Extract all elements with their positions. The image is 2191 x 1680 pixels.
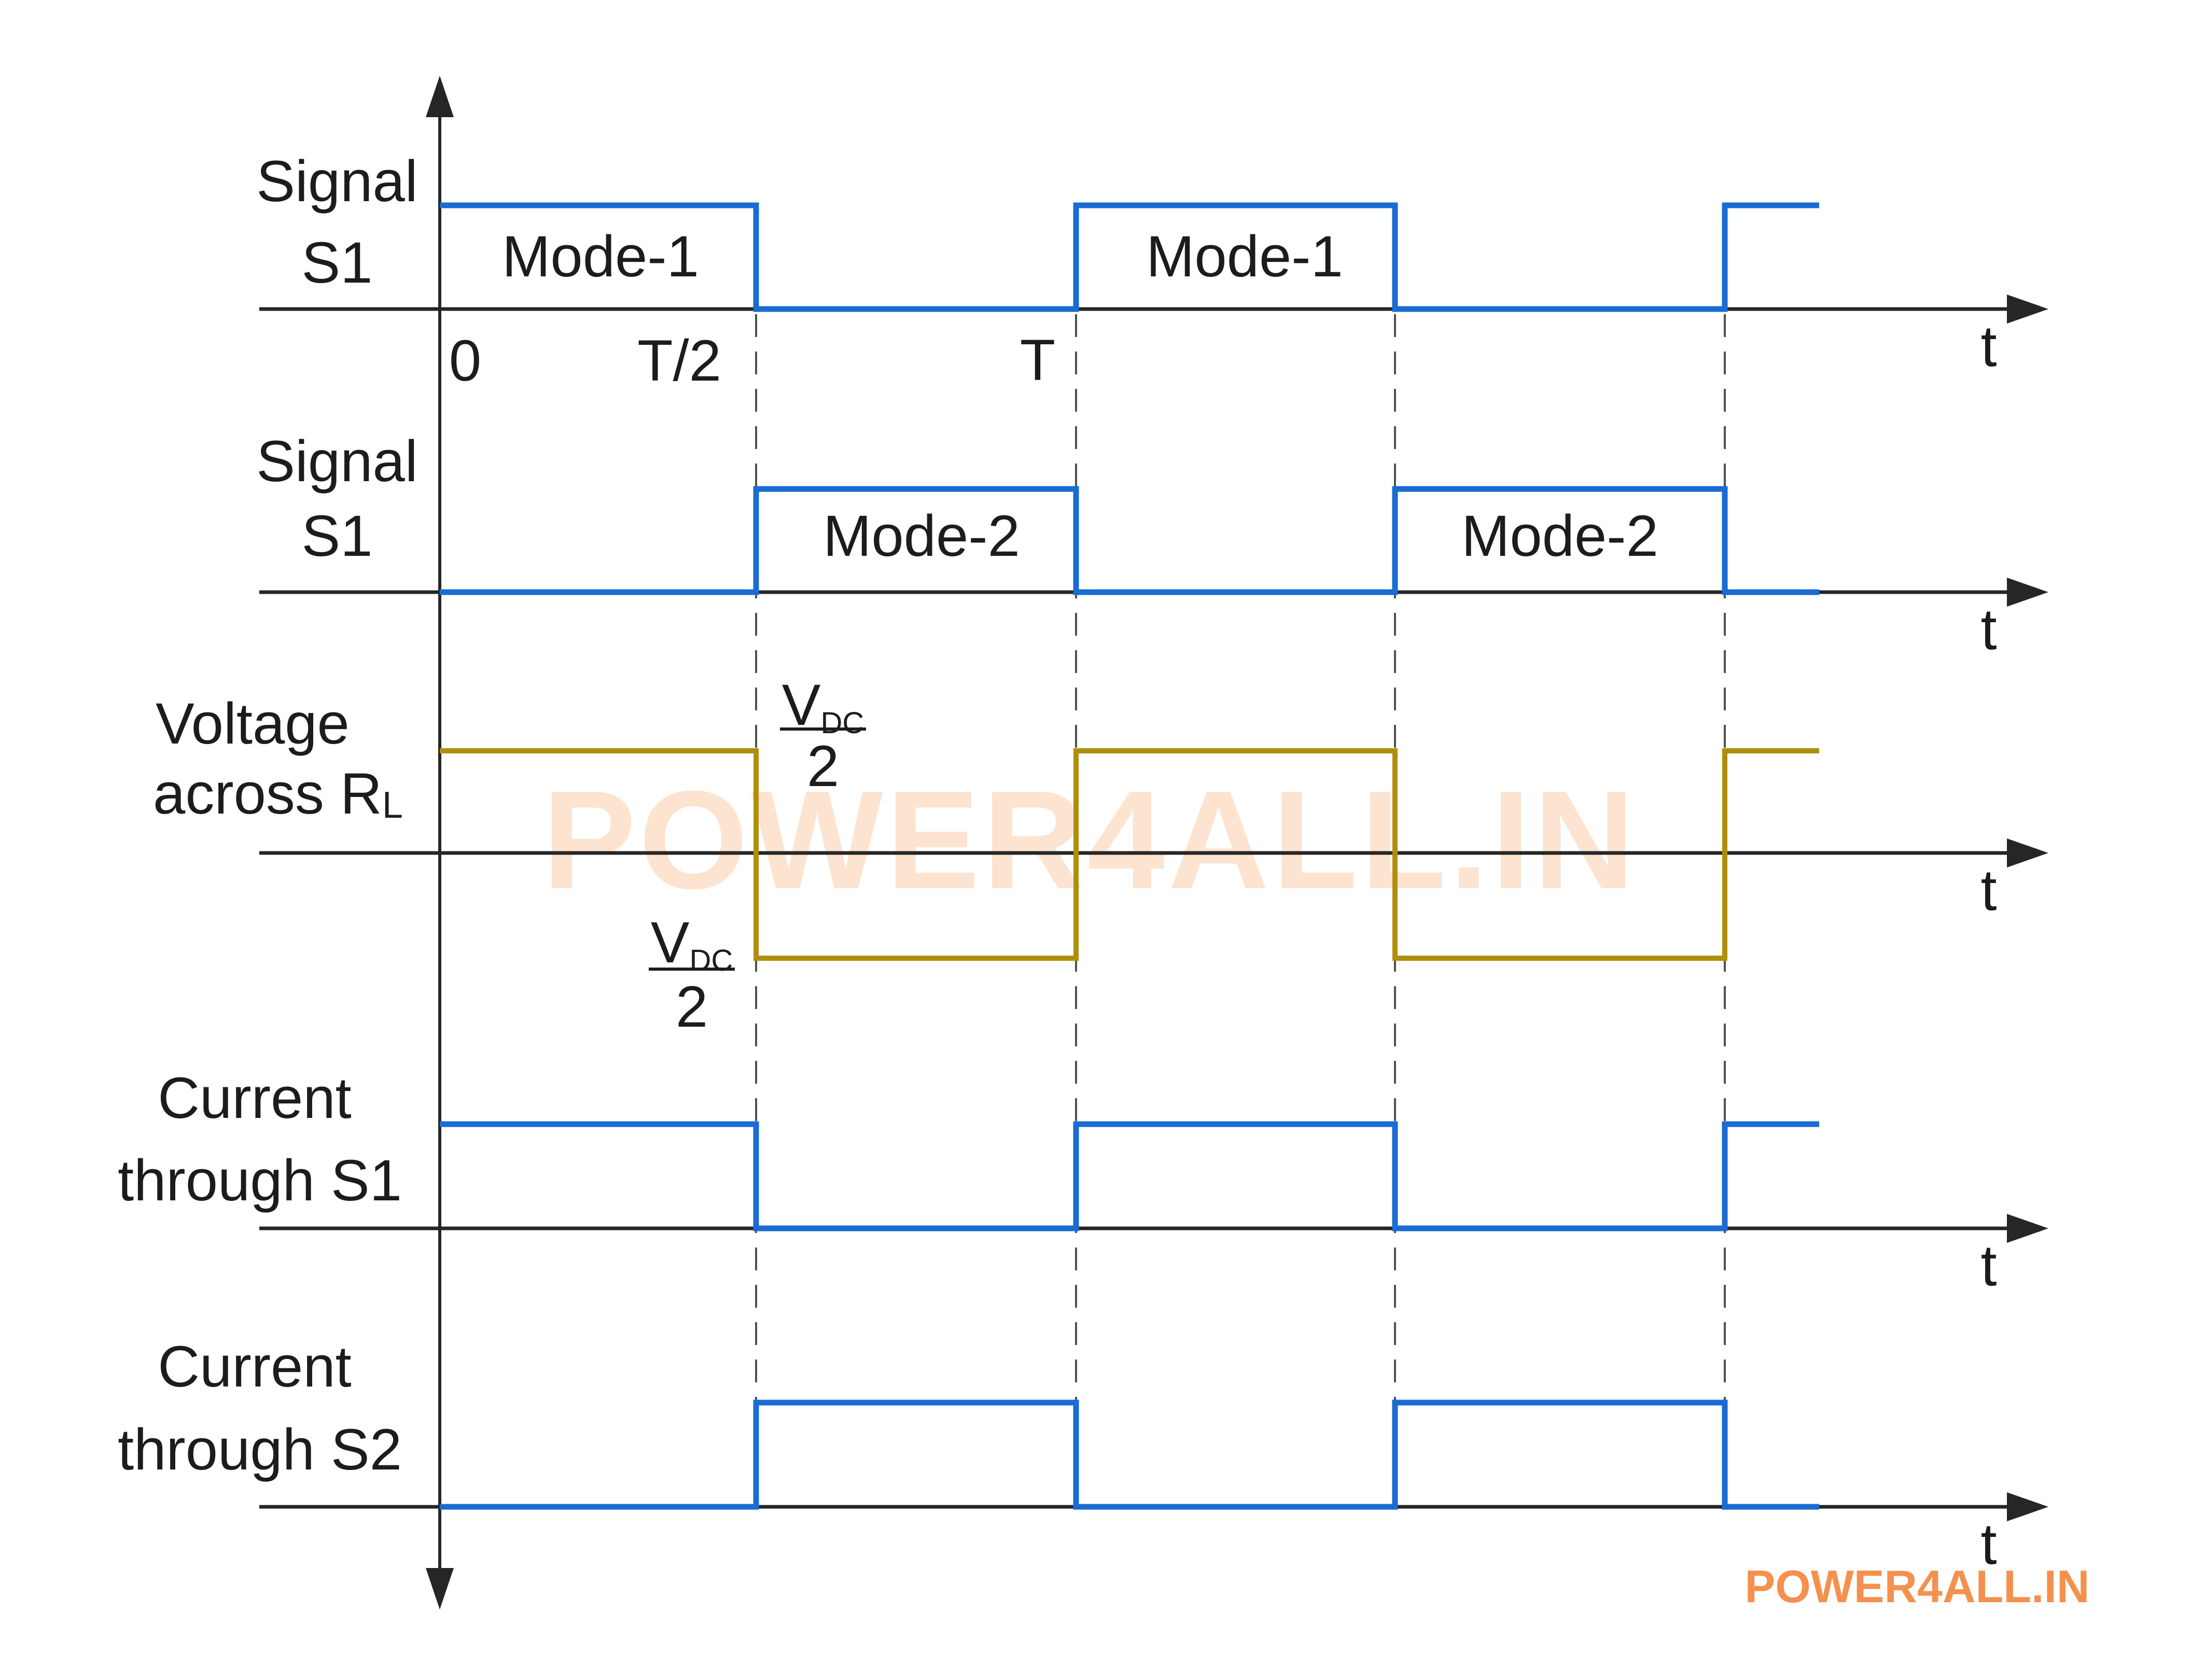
signal-s1-mode2-label: S1: [302, 503, 373, 568]
signal-s1-mode1-axis-arrow: [2007, 295, 2048, 324]
current-through-s1-label: Current: [158, 1066, 351, 1130]
current-through-s2-label: Current: [158, 1334, 351, 1399]
current-through-s2-axis-arrow: [2007, 1492, 2048, 1521]
voltage-across-rl-label: Voltage: [156, 691, 350, 756]
vdc-fraction-denominator: 2: [807, 734, 839, 799]
signal-s1-mode2-axis-arrow: [2007, 578, 2048, 607]
vdc-fraction-denominator: 2: [676, 974, 708, 1039]
voltage-across-rl-waveform: [440, 748, 1819, 961]
current-through-s2-label: through S2: [118, 1417, 402, 1482]
brand-logo-text: POWER4ALL.IN: [1745, 1561, 2090, 1612]
current-through-s1-waveform: [440, 1121, 1819, 1231]
signal-s1-mode1-label: S1: [302, 230, 373, 295]
current-through-s1-t-label: t: [1980, 1233, 1997, 1298]
signal-s1-mode1-t-label: t: [1980, 314, 1997, 379]
voltage-across-rl-t-label: t: [1980, 858, 1997, 922]
vertical-axis-arrow-up: [426, 76, 454, 117]
mode-annotation: Mode-2: [823, 503, 1020, 568]
mode-annotation: Mode-2: [1461, 503, 1658, 568]
vdc-fraction-numerator: VDC: [782, 673, 864, 740]
mode-annotation: Mode-1: [502, 224, 699, 289]
mode-annotation: Mode-1: [1146, 224, 1343, 289]
vdc-fraction-numerator: VDC: [651, 910, 733, 977]
signal-s1-mode2-t-label: t: [1980, 597, 1997, 662]
signal-s1-mode2-waveform: [440, 486, 1819, 595]
vertical-axis-arrow-down: [426, 1568, 454, 1609]
voltage-across-rl-label: across RL: [153, 761, 403, 826]
current-through-s1-label: through S1: [118, 1148, 402, 1213]
signal-s1-mode2-label: Signal: [256, 429, 417, 494]
signal-s1-mode1-label: Signal: [256, 149, 417, 214]
tick-label: T: [1020, 328, 1055, 393]
signal-s1-mode1-waveform: [440, 202, 1819, 312]
current-through-s1-axis-arrow: [2007, 1214, 2048, 1243]
tick-label: 0: [449, 328, 481, 393]
watermark-text: POWER4ALL.IN: [542, 762, 1638, 918]
current-through-s2-waveform: [440, 1399, 1819, 1510]
current-through-s2-t-label: t: [1980, 1511, 1997, 1576]
tick-label: T/2: [637, 328, 721, 393]
voltage-across-rl-axis-arrow: [2007, 838, 2048, 867]
